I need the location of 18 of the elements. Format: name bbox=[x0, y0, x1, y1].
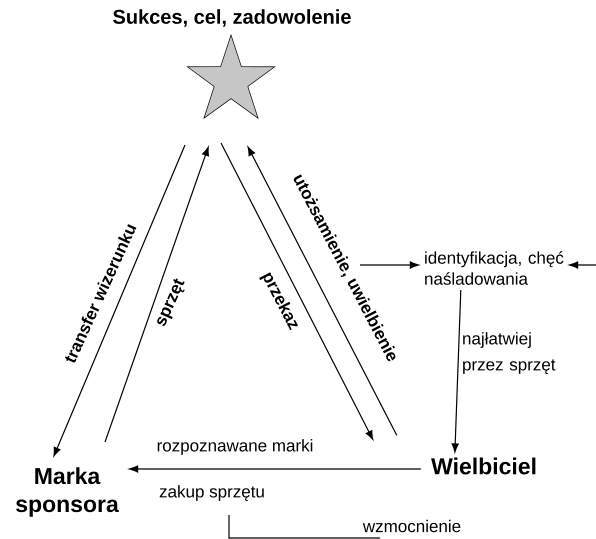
arrow bbox=[129, 465, 421, 473]
label-text: wzmocnienie bbox=[362, 520, 460, 532]
edge-label: sprzęt bbox=[157, 278, 185, 326]
edge-label: najłatwiej przez sprzęt bbox=[463, 332, 556, 374]
arrow bbox=[452, 290, 462, 452]
node-label: Sukces, cel, zadowolenie bbox=[113, 9, 351, 27]
node-text: identyfikacja, chęć naśladowania bbox=[425, 251, 564, 285]
arrow bbox=[569, 261, 596, 269]
node-text: Marka sponsora bbox=[16, 467, 119, 517]
label-text: zakup sprzętu bbox=[160, 485, 264, 501]
arrow bbox=[220, 142, 374, 440]
arrow bbox=[248, 146, 398, 436]
star-node: Sukces, cel, zadowolenie bbox=[113, 9, 351, 120]
edge-label: rozpoznawane marki bbox=[158, 439, 312, 455]
arrow bbox=[360, 261, 419, 269]
arrow bbox=[53, 144, 186, 456]
arrow bbox=[104, 146, 209, 442]
node-text: Wielbiciel bbox=[431, 458, 536, 474]
